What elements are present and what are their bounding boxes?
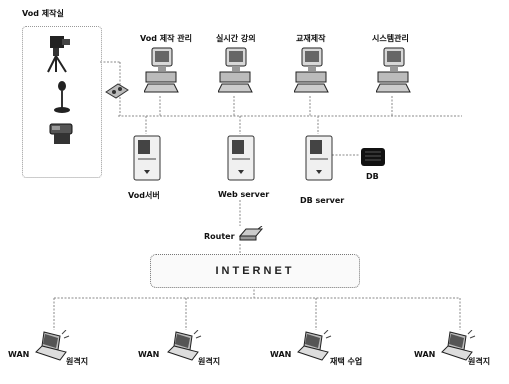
desktop-computer-icon [294,46,330,100]
microphone-icon [52,80,72,118]
workstation-label-system: 시스템관리 [372,33,409,44]
wan-label: WAN [270,350,291,359]
video-tape-icon [104,82,130,104]
database-label: DB [366,172,379,181]
server-label-db: DB server [300,196,344,205]
database-icon [360,146,386,172]
desktop-computer-icon [376,46,412,100]
laptop-icon [166,330,202,370]
server-label-web: Web server [218,190,269,199]
server-tower-icon [304,134,334,186]
server-tower-icon [226,134,256,186]
client-label: 재택 수업 [330,356,362,367]
desktop-computer-icon [144,46,180,100]
studio-label: Vod 제작실 [22,8,64,19]
client-label: 원격지 [198,356,220,367]
laptop-icon [34,330,70,370]
workstation-label-textbook: 교재제작 [296,33,325,44]
client-label: 원격지 [468,356,490,367]
workstation-label-vod: Vod 제작 관리 [140,33,192,44]
router-icon [238,226,264,246]
wan-label: WAN [414,350,435,359]
wan-label: WAN [138,350,159,359]
video-camera-icon [44,34,74,78]
client-label: 원격지 [66,356,88,367]
workstation-label-live: 실시간 강의 [216,33,256,44]
wan-label: WAN [8,350,29,359]
laptop-icon [296,330,332,370]
internet-cloud: INTERNET [150,254,360,288]
server-tower-icon [132,134,162,186]
router-label: Router [204,232,235,241]
encoder-device-icon [48,120,76,150]
server-label-vod: Vod서버 [128,190,160,201]
desktop-computer-icon [218,46,254,100]
